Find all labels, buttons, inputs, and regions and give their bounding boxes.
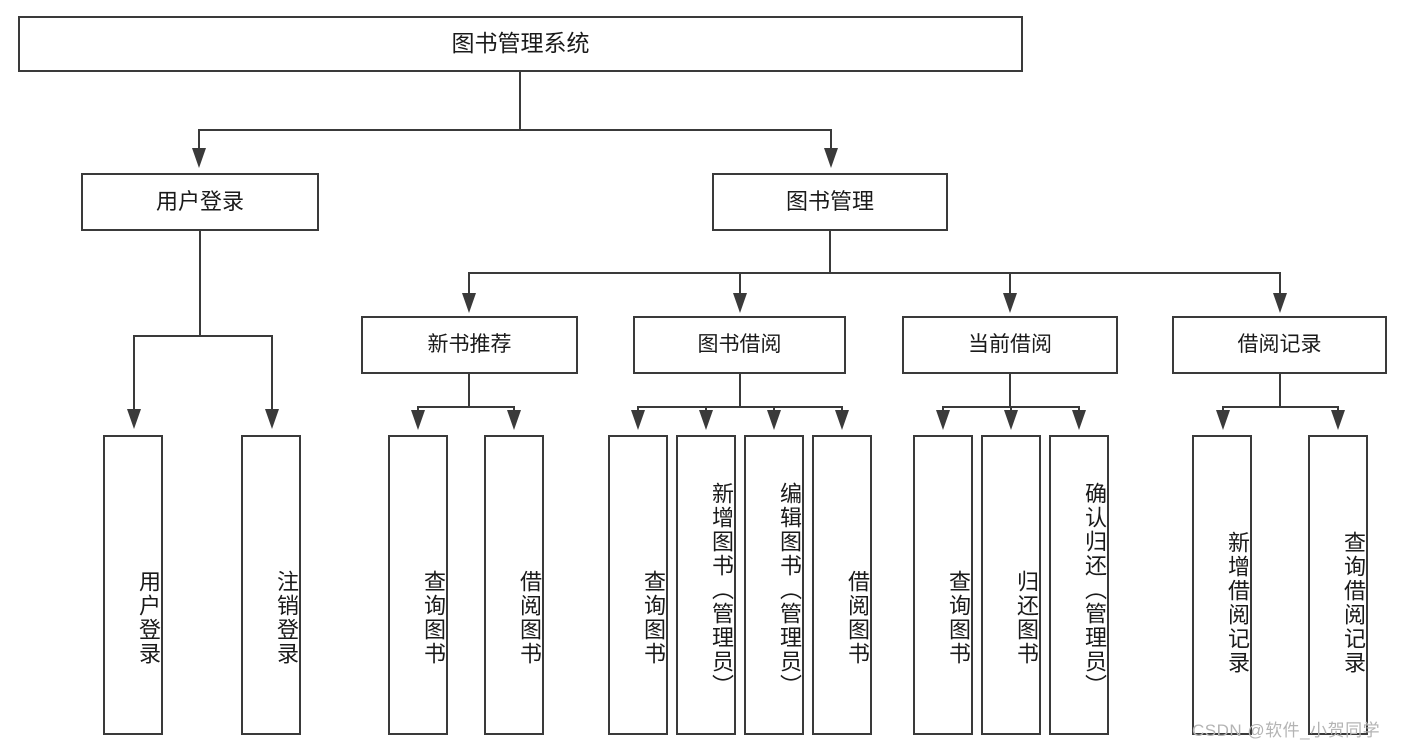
connector-new-book-drop-1	[417, 406, 419, 412]
connector-book-management-stem	[829, 231, 831, 273]
arrowhead-nb-leaf-1	[411, 410, 425, 430]
arrowhead-br-leaf-2	[1331, 410, 1345, 430]
connector-cb-drop-1	[942, 406, 944, 412]
connector-current-borrow-stem	[1009, 374, 1011, 407]
leaf-borrow-record-query-record[interactable]: 查询借阅记录	[1308, 435, 1368, 735]
connector-user-login-bus	[133, 335, 273, 337]
leaf-new-book-query-book[interactable]: 查询图书	[388, 435, 448, 735]
leaf-book-borrow-edit-book-admin[interactable]: 编辑图书（管理员）	[744, 435, 804, 735]
connector-bm-drop-borrow-record	[1279, 272, 1281, 295]
connector-borrow-record-bus	[1222, 406, 1338, 408]
connector-user-login-drop-1	[133, 335, 135, 411]
leaf-book-borrow-query-book[interactable]: 查询图书	[608, 435, 668, 735]
connector-br-drop-2	[1337, 406, 1339, 412]
arrowhead-cb-leaf-2	[1004, 410, 1018, 430]
connector-user-login-stem	[199, 231, 201, 336]
arrowhead-br-leaf-1	[1216, 410, 1230, 430]
node-user-login[interactable]: 用户登录	[81, 173, 319, 231]
arrowhead-user-login	[192, 148, 206, 168]
arrowhead-bb-leaf-4	[835, 410, 849, 430]
leaf-user-login-logout[interactable]: 注销登录	[241, 435, 301, 735]
arrowhead-leaf-user-login	[127, 409, 141, 429]
arrowhead-bb-leaf-3	[767, 410, 781, 430]
node-borrow-record[interactable]: 借阅记录	[1172, 316, 1387, 374]
leaf-user-login-login[interactable]: 用户登录	[103, 435, 163, 735]
arrowhead-cb-leaf-1	[936, 410, 950, 430]
connector-bb-drop-4	[841, 406, 843, 412]
connector-bb-drop-2	[705, 406, 707, 412]
arrowhead-cb-leaf-3	[1072, 410, 1086, 430]
leaf-book-borrow-add-book-admin[interactable]: 新增图书（管理员）	[676, 435, 736, 735]
connector-root-stem	[519, 72, 521, 130]
node-new-book-recommend[interactable]: 新书推荐	[361, 316, 578, 374]
arrowhead-borrow-record	[1273, 293, 1287, 313]
node-current-borrow[interactable]: 当前借阅	[902, 316, 1118, 374]
connector-new-book-stem	[468, 374, 470, 407]
node-book-management[interactable]: 图书管理	[712, 173, 948, 231]
connector-bm-drop-book-borrow	[739, 272, 741, 295]
arrowhead-bb-leaf-2	[699, 410, 713, 430]
leaf-borrow-record-add-record[interactable]: 新增借阅记录	[1192, 435, 1252, 735]
arrowhead-current-borrow	[1003, 293, 1017, 313]
connector-level2-drop-user-login	[198, 129, 200, 151]
connector-book-management-bus	[468, 272, 1281, 274]
leaf-current-borrow-query-book[interactable]: 查询图书	[913, 435, 973, 735]
connector-bm-drop-current-borrow	[1009, 272, 1011, 295]
connector-new-book-bus	[417, 406, 515, 408]
leaf-current-borrow-return-book[interactable]: 归还图书	[981, 435, 1041, 735]
arrowhead-book-borrow	[733, 293, 747, 313]
connector-bb-drop-1	[637, 406, 639, 412]
connector-level2-bus	[198, 129, 832, 131]
connector-level2-drop-book-management	[830, 129, 832, 151]
arrowhead-bb-leaf-1	[631, 410, 645, 430]
connector-user-login-drop-2	[271, 335, 273, 411]
connector-book-borrow-bus	[637, 406, 843, 408]
connector-book-borrow-stem	[739, 374, 741, 407]
arrowhead-leaf-logout	[265, 409, 279, 429]
node-root-book-management-system[interactable]: 图书管理系统	[18, 16, 1023, 72]
connector-br-drop-1	[1222, 406, 1224, 412]
connector-cb-drop-2	[1010, 406, 1012, 412]
leaf-book-borrow-borrow-book[interactable]: 借阅图书	[812, 435, 872, 735]
connector-bm-drop-new-book	[468, 272, 470, 295]
connector-cb-drop-3	[1078, 406, 1080, 412]
arrowhead-nb-leaf-2	[507, 410, 521, 430]
connector-bb-drop-3	[773, 406, 775, 412]
arrowhead-new-book-recommend	[462, 293, 476, 313]
connector-borrow-record-stem	[1279, 374, 1281, 407]
node-book-borrow[interactable]: 图书借阅	[633, 316, 846, 374]
connector-new-book-drop-2	[513, 406, 515, 412]
arrowhead-book-management	[824, 148, 838, 168]
leaf-current-borrow-confirm-return-admin[interactable]: 确认归还（管理员）	[1049, 435, 1109, 735]
leaf-new-book-borrow-book[interactable]: 借阅图书	[484, 435, 544, 735]
